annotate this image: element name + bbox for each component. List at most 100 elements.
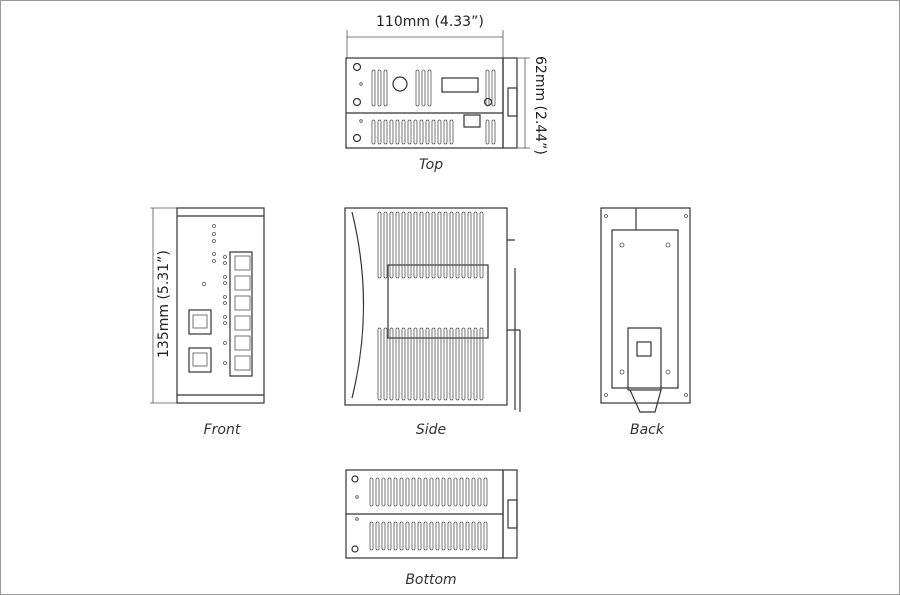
- vent-slot: [427, 69, 432, 107]
- vent-slot: [387, 521, 392, 551]
- vent-slot: [381, 521, 386, 551]
- port-led: [223, 301, 227, 305]
- vent-slot: [435, 477, 440, 507]
- vent-slot: [371, 69, 376, 107]
- vent-slot: [447, 521, 452, 551]
- vent-slot: [389, 211, 394, 279]
- vent-slot: [407, 119, 412, 145]
- vent-slot: [389, 327, 394, 401]
- port-led: [223, 275, 227, 279]
- rj45-port: [234, 315, 251, 331]
- vent-slot: [369, 477, 374, 507]
- vent-slot: [449, 119, 454, 145]
- front-view-label: Front: [203, 422, 241, 438]
- vent-slot: [419, 327, 424, 401]
- vent-slot: [405, 521, 410, 551]
- vent-slot: [449, 327, 454, 401]
- vent-slot: [491, 69, 496, 107]
- vent-slot: [425, 327, 430, 401]
- vent-slot: [417, 521, 422, 551]
- vent-slot: [401, 327, 406, 401]
- vent-slot: [437, 211, 442, 279]
- vent-slot: [413, 327, 418, 401]
- vent-slot: [473, 211, 478, 279]
- vent-slot: [407, 211, 412, 279]
- vent-slot: [485, 69, 490, 107]
- vent-slot: [471, 477, 476, 507]
- power-jack-icon: [392, 76, 408, 92]
- vent-slot: [383, 327, 388, 401]
- vent-slot: [423, 477, 428, 507]
- vent-slot: [371, 119, 376, 145]
- rj45-port: [234, 355, 251, 371]
- vent-slot: [395, 211, 400, 279]
- vent-slot: [467, 211, 472, 279]
- rj45-port-inner: [192, 352, 208, 367]
- vent-slot: [417, 477, 422, 507]
- vent-slot: [483, 521, 488, 551]
- vent-slot: [485, 119, 490, 145]
- vent-slot: [473, 327, 478, 401]
- vent-slot: [429, 521, 434, 551]
- vent-slot: [431, 327, 436, 401]
- width-dimension-label: 110mm (4.33”): [376, 14, 484, 30]
- vent-slot: [393, 477, 398, 507]
- vent-slot: [429, 477, 434, 507]
- vent-slot: [477, 521, 482, 551]
- port-led: [223, 341, 227, 345]
- vent-slot: [389, 119, 394, 145]
- vent-slot: [455, 327, 460, 401]
- vent-slot: [383, 211, 388, 279]
- rj45-port: [234, 295, 251, 311]
- vent-slot: [455, 211, 460, 279]
- vent-slot: [377, 69, 382, 107]
- din-rail-plate: [611, 229, 679, 389]
- vent-slot: [447, 477, 452, 507]
- vent-slot: [437, 119, 442, 145]
- side-view-label: Side: [415, 422, 447, 438]
- vent-slot: [393, 521, 398, 551]
- rj45-port: [234, 335, 251, 351]
- vent-slot: [395, 327, 400, 401]
- vent-slot: [453, 521, 458, 551]
- port-led: [223, 281, 227, 285]
- vent-slot: [369, 521, 374, 551]
- side-view: [344, 207, 521, 412]
- vent-slot: [483, 477, 488, 507]
- vent-slot: [443, 119, 448, 145]
- vent-slot: [401, 211, 406, 279]
- status-led: [212, 259, 216, 263]
- status-led: [212, 224, 216, 228]
- vent-slot: [411, 477, 416, 507]
- depth-dimension-label: 62mm (2.44”): [532, 56, 548, 155]
- vent-slot: [413, 211, 418, 279]
- top-view-label: Top: [418, 157, 444, 173]
- vent-slot: [479, 211, 484, 279]
- vent-slot: [467, 327, 472, 401]
- vent-slot: [407, 327, 412, 401]
- vent-slot: [381, 477, 386, 507]
- front-view: [150, 207, 265, 404]
- vent-slot: [419, 211, 424, 279]
- vent-slot: [401, 119, 406, 145]
- vent-slot: [461, 211, 466, 279]
- vent-slot: [425, 211, 430, 279]
- port-led: [223, 261, 227, 265]
- vent-slot: [377, 119, 382, 145]
- vent-slot: [459, 477, 464, 507]
- vent-slot: [411, 521, 416, 551]
- rj45-port: [234, 275, 251, 291]
- vent-slot: [459, 521, 464, 551]
- vent-slot: [435, 521, 440, 551]
- vent-slot: [375, 477, 380, 507]
- bottom-view: [345, 469, 518, 559]
- vent-slot: [453, 477, 458, 507]
- port-led: [223, 255, 227, 259]
- vent-slot: [395, 119, 400, 145]
- status-led: [212, 232, 216, 236]
- vent-slot: [479, 327, 484, 401]
- vent-slot: [421, 69, 426, 107]
- top-view: [345, 30, 530, 149]
- port-led: [223, 295, 227, 299]
